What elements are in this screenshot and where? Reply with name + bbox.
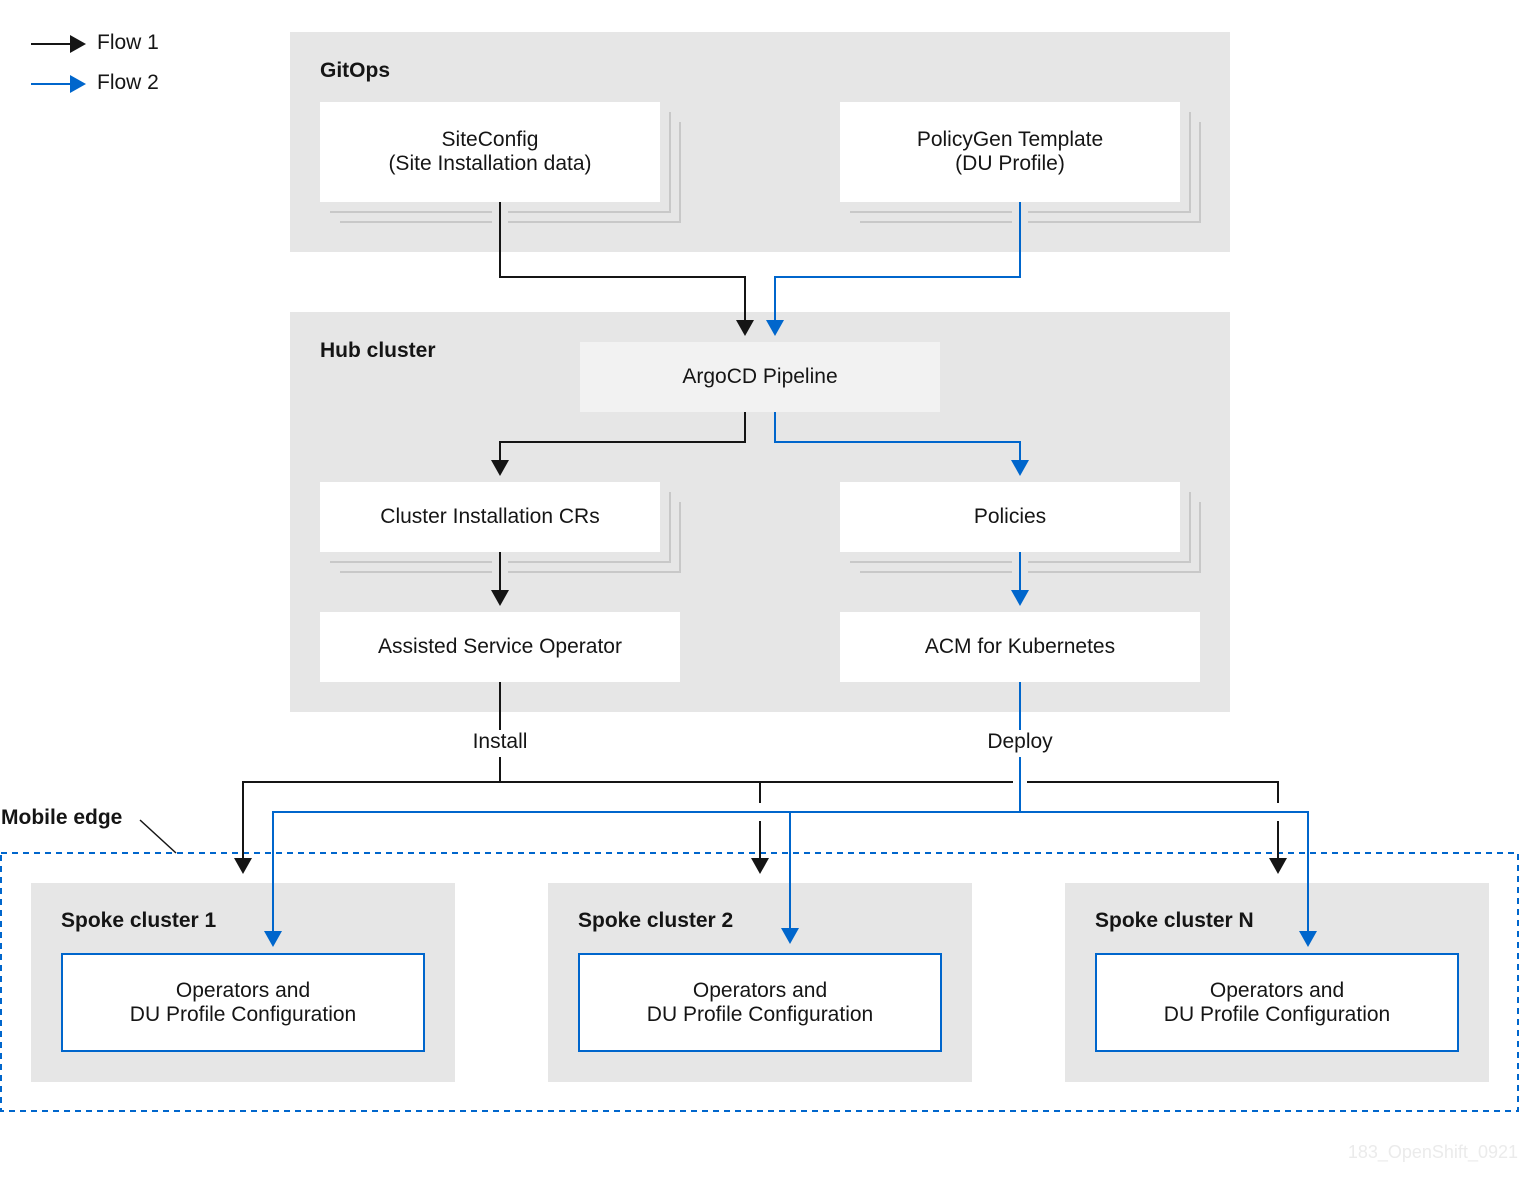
assisted-service-operator-box: Assisted Service Operator xyxy=(320,612,680,682)
cluster-installation-crs-box: Cluster Installation CRs xyxy=(320,482,660,552)
spoke-cluster-2-config-line2: DU Profile Configuration xyxy=(646,1002,874,1026)
install-to-spokeN xyxy=(1027,781,1279,803)
spoke-cluster-1-title: Spoke cluster 1 xyxy=(61,909,217,932)
deploy-label: Deploy xyxy=(983,730,1057,754)
spoke-cluster-2-config-box: Operators and DU Profile Configuration xyxy=(578,953,942,1052)
spoke-cluster-1-config-line1: Operators and xyxy=(175,978,311,1002)
spoke-cluster-1-config-line2: DU Profile Configuration xyxy=(129,1002,357,1026)
siteconfig-title: SiteConfig xyxy=(441,128,539,151)
acm-label: ACM for Kubernetes xyxy=(924,635,1116,658)
spoke-cluster-2-title: Spoke cluster 2 xyxy=(578,909,734,932)
legend-flow2-label: Flow 2 xyxy=(97,71,159,94)
policygen-box: PolicyGen Template (DU Profile) xyxy=(840,102,1180,202)
argocd-pipeline-box: ArgoCD Pipeline xyxy=(580,342,940,412)
mobile-edge-title: Mobile edge xyxy=(1,806,123,829)
figure-id-watermark: 183_OpenShift_0921 xyxy=(1347,1142,1518,1162)
legend-flow1-label: Flow 1 xyxy=(97,31,159,54)
legend-flow1-arrow xyxy=(31,35,86,53)
install-label: Install xyxy=(468,730,532,754)
spoke-cluster-n-title: Spoke cluster N xyxy=(1095,909,1254,932)
hub-cluster-title: Hub cluster xyxy=(320,339,436,362)
argocd-pipeline-label: ArgoCD Pipeline xyxy=(682,365,838,388)
spoke-cluster-1-config-box: Operators and DU Profile Configuration xyxy=(61,953,425,1052)
legend-flow2-arrow xyxy=(31,75,86,93)
spoke-cluster-2-config-line1: Operators and xyxy=(692,978,828,1002)
assisted-service-operator-label: Assisted Service Operator xyxy=(378,635,622,658)
policies-box: Policies xyxy=(840,482,1180,552)
siteconfig-box: SiteConfig (Site Installation data) xyxy=(320,102,660,202)
cluster-installation-crs-label: Cluster Installation CRs xyxy=(380,505,600,528)
policygen-title: PolicyGen Template xyxy=(916,128,1104,151)
spoke-cluster-n-config-box: Operators and DU Profile Configuration xyxy=(1095,953,1459,1052)
mobile-edge-leader xyxy=(139,819,177,854)
acm-box: ACM for Kubernetes xyxy=(840,612,1200,682)
gitops-title: GitOps xyxy=(320,59,391,82)
spoke-cluster-n-config-line2: DU Profile Configuration xyxy=(1163,1002,1391,1026)
siteconfig-subtitle: (Site Installation data) xyxy=(388,152,592,175)
spoke-cluster-n-config-line1: Operators and xyxy=(1209,978,1345,1002)
install-to-spoke1 xyxy=(242,781,500,860)
policygen-subtitle: (DU Profile) xyxy=(955,152,1065,175)
policies-label: Policies xyxy=(973,505,1047,528)
